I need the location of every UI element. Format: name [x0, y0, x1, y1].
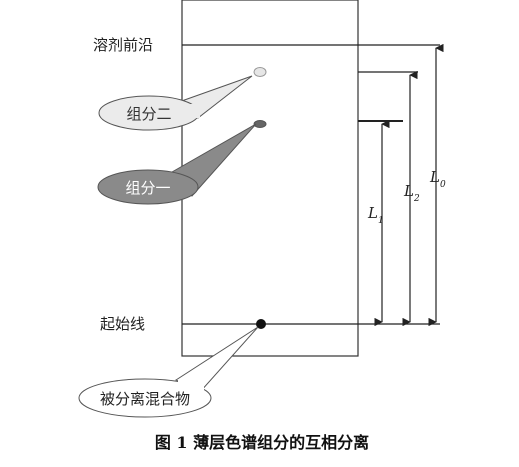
- start-line-label: 起始线: [100, 315, 145, 333]
- component-one-label: 组分一: [125, 179, 170, 197]
- L1-label: L1: [367, 204, 384, 226]
- mixture-spot: [256, 319, 266, 329]
- component-two-callout: 组分二: [98, 75, 253, 131]
- component-one-callout: 组分一: [97, 123, 257, 205]
- component-two-spot: [253, 67, 267, 77]
- mixture-callout: 被分离混合物: [78, 326, 259, 418]
- tlc-plate: [181, 0, 359, 357]
- mixture-label: 被分离混合物: [100, 390, 190, 408]
- component-two-label: 组分二: [126, 105, 171, 123]
- solvent-front-label: 溶剂前沿: [93, 36, 153, 54]
- L2-label: L2: [403, 182, 420, 204]
- L0-label: L0: [429, 168, 446, 190]
- component-one-spot: [253, 120, 267, 128]
- figure-caption: 图 1 薄层色谱组分的互相分离: [155, 433, 369, 452]
